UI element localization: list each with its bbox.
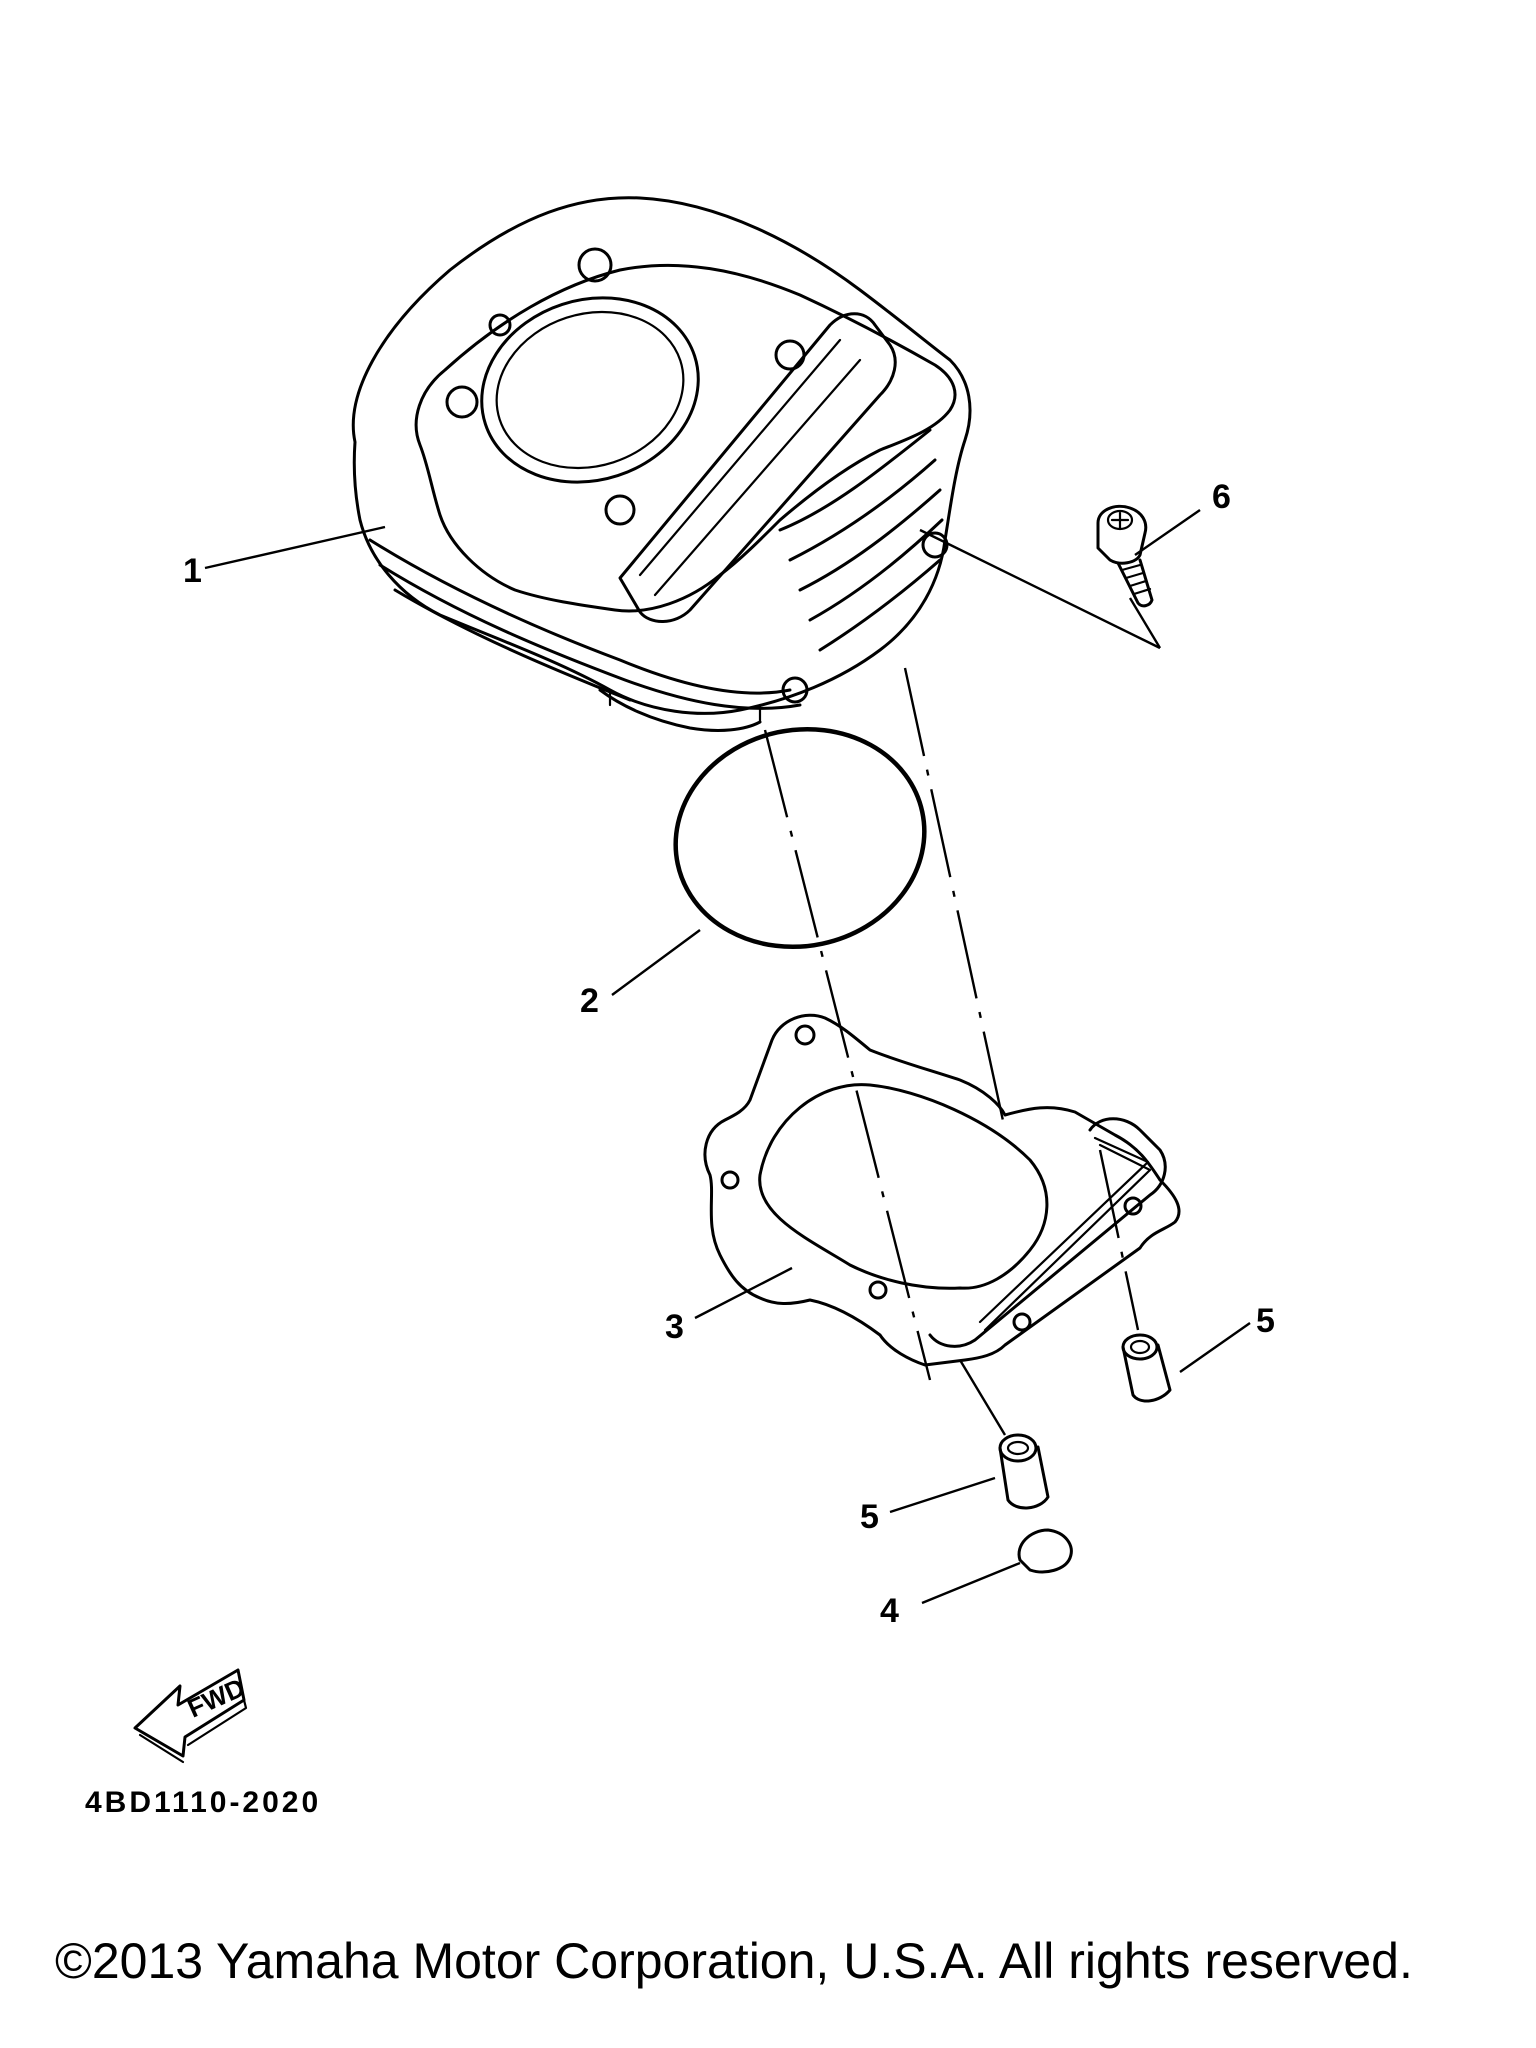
callout-1: 1 [183, 552, 202, 590]
callout-3: 3 [665, 1308, 684, 1346]
callout-6: 6 [1212, 478, 1231, 516]
callout-2: 2 [580, 982, 599, 1020]
assembly-lines [763, 528, 1162, 1436]
callout-4: 4 [880, 1592, 899, 1630]
callout-5-right: 5 [1256, 1302, 1275, 1340]
cylinder-icon [351, 196, 972, 732]
part-code: 4BD1110-2020 [85, 1786, 321, 1819]
copyright-notice: ©2013 Yamaha Motor Corporation, U.S.A. A… [55, 1933, 1413, 1989]
cylinder-gasket-icon [703, 1013, 1181, 1367]
leader-lines [204, 509, 1251, 1605]
callout-5-left: 5 [860, 1498, 879, 1536]
bolt-icon [1096, 504, 1154, 608]
dowel-pin-icon [998, 1433, 1050, 1510]
dowel-pin-icon [1121, 1333, 1172, 1403]
o-ring-icon [673, 726, 927, 950]
plug-icon [1017, 1528, 1073, 1574]
fwd-arrow-icon: FWD [133, 1668, 249, 1764]
